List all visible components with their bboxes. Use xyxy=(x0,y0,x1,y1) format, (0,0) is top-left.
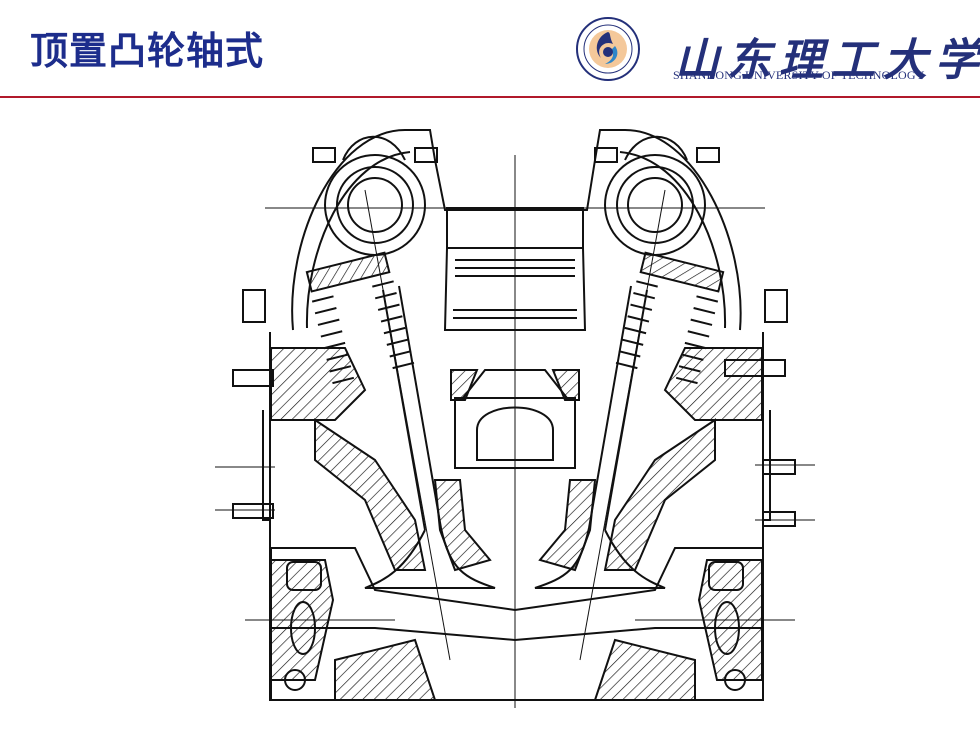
header-divider xyxy=(0,96,980,98)
university-emblem-icon xyxy=(576,17,640,81)
cylinder-head-section-drawing xyxy=(215,129,815,708)
university-english-name: SHANDONG UNIVERSITY OF TECHNOLOGY xyxy=(673,68,925,82)
university-logo: 山东理工大学 SHANDONG UNIVERSITY OF TECHNOLOGY xyxy=(575,16,979,86)
university-chinese-name: 山东理工大学 xyxy=(675,35,980,86)
slide-title: 顶置凸轮轴式 xyxy=(30,29,265,73)
